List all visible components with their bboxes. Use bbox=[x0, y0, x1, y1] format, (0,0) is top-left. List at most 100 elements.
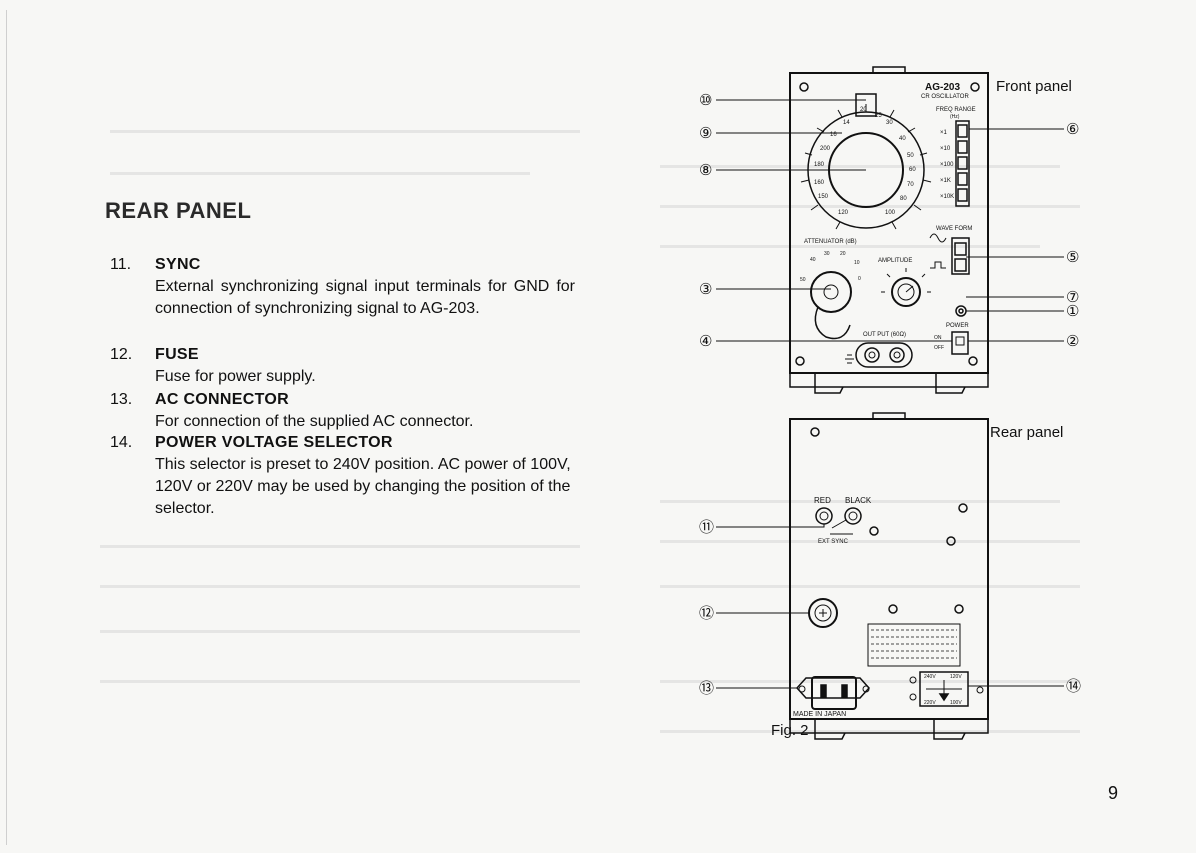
dial-number: 200 bbox=[820, 146, 831, 152]
output-label: OUT PUT (60Ω) bbox=[863, 332, 906, 338]
attenuator-knob[interactable] bbox=[810, 271, 852, 313]
attenuator-skirt bbox=[814, 306, 851, 340]
front-cabinet-bottom bbox=[789, 373, 989, 388]
callout-4: ④ bbox=[699, 333, 712, 350]
ac-connector-flange bbox=[795, 677, 871, 699]
dial-number: 160 bbox=[814, 180, 825, 186]
pilot-lamp-lens bbox=[958, 308, 964, 314]
made-in-label: MADE IN JAPAN bbox=[793, 711, 846, 718]
callout-6: ⑥ bbox=[1066, 121, 1079, 138]
range-button-x10k[interactable] bbox=[957, 188, 968, 202]
model-name: AG-203 bbox=[925, 82, 960, 93]
voltage-label-240: 240V bbox=[924, 674, 936, 680]
range-label-x10: ×10 bbox=[940, 146, 951, 152]
freq-range-label: FREQ RANGE bbox=[936, 107, 976, 113]
ac-pin-left bbox=[820, 684, 827, 698]
front-foot-left bbox=[814, 373, 844, 394]
amplitude-knob[interactable] bbox=[891, 277, 921, 307]
waveform-button-strip bbox=[951, 237, 970, 275]
attenuator-step: 20 bbox=[840, 251, 846, 257]
ext-sync-bracket bbox=[830, 519, 853, 535]
item-heading: FUSE bbox=[155, 346, 199, 363]
front-panel-label: Front panel bbox=[996, 78, 1072, 95]
item-number: 11. bbox=[110, 256, 132, 273]
sine-wave-icon bbox=[929, 233, 947, 243]
power-on-label: ON bbox=[934, 335, 942, 341]
screw-icon bbox=[888, 604, 898, 614]
figure-caption: Fig. 2 bbox=[771, 722, 809, 739]
item-description: For connection of the supplied AC connec… bbox=[155, 413, 474, 430]
square-wave-icon bbox=[930, 261, 946, 269]
dial-number: 150 bbox=[818, 194, 829, 200]
output-terminal-signal-core bbox=[893, 351, 901, 359]
screw-icon bbox=[909, 693, 917, 701]
ground-symbol-icon bbox=[845, 354, 854, 364]
model-subtitle: CR OSCILLATOR bbox=[921, 94, 969, 100]
screw-icon bbox=[958, 503, 968, 513]
screw-icon bbox=[799, 82, 809, 92]
attenuator-step: 0 bbox=[858, 276, 861, 282]
attenuator-step: 10 bbox=[854, 260, 860, 266]
callout-8: ⑧ bbox=[699, 162, 712, 179]
output-terminal-ground[interactable] bbox=[864, 347, 880, 363]
screw-icon bbox=[954, 604, 964, 614]
range-button-x100[interactable] bbox=[957, 156, 968, 170]
range-label-x10k: ×10K bbox=[940, 194, 954, 200]
screw-icon bbox=[795, 356, 805, 366]
screw-icon bbox=[970, 82, 980, 92]
amplitude-knob-center bbox=[897, 283, 915, 301]
red-terminal-label: RED bbox=[814, 496, 831, 505]
voltage-selector[interactable] bbox=[919, 671, 969, 707]
amplitude-label: AMPLITUDE bbox=[878, 258, 912, 264]
dial-number: 80 bbox=[900, 196, 907, 202]
screw-icon bbox=[946, 536, 956, 546]
selector-arrow-icon bbox=[938, 693, 950, 702]
range-label-x100: ×100 bbox=[940, 162, 954, 168]
rear-foot-right bbox=[933, 719, 966, 740]
freq-unit-label: (Hz) bbox=[950, 114, 960, 120]
ac-connector[interactable] bbox=[811, 676, 857, 710]
power-switch[interactable] bbox=[951, 331, 969, 355]
item-number: 13. bbox=[110, 391, 133, 408]
range-button-x1[interactable] bbox=[957, 124, 968, 138]
range-button-x1k[interactable] bbox=[957, 172, 968, 186]
rating-label-text-lines bbox=[871, 629, 957, 659]
page-edge bbox=[6, 10, 7, 845]
dial-number: 120 bbox=[838, 210, 849, 216]
dial-number: 25 bbox=[875, 113, 882, 119]
callout-9: ⑨ bbox=[699, 125, 712, 142]
rear-panel bbox=[789, 418, 989, 720]
item-description: This selector is preset to 240V position… bbox=[155, 456, 571, 517]
front-callout-lines bbox=[716, 99, 1064, 342]
dial-number: 20 bbox=[860, 107, 867, 113]
attenuator-step: 50 bbox=[800, 277, 806, 283]
voltage-label-220: 220V bbox=[924, 700, 936, 706]
item-description: Fuse for power supply. bbox=[155, 368, 316, 385]
front-handle bbox=[872, 66, 906, 73]
output-terminal-signal[interactable] bbox=[889, 347, 905, 363]
power-off-label: OFF bbox=[934, 345, 944, 351]
rear-foot-left bbox=[814, 719, 846, 740]
waveform-button-square[interactable] bbox=[954, 258, 967, 272]
waveform-button-sine[interactable] bbox=[954, 242, 967, 256]
fuse-cap bbox=[814, 604, 832, 622]
sync-terminal-black-core bbox=[848, 511, 858, 521]
front-panel bbox=[789, 72, 989, 374]
attenuator-label: ATTENUATOR (dB) bbox=[804, 239, 857, 245]
pilot-lamp bbox=[955, 305, 967, 317]
black-terminal-label: BLACK bbox=[845, 496, 872, 505]
attenuator-step: 30 bbox=[824, 251, 830, 257]
rating-label-plate bbox=[867, 623, 961, 667]
rear-cabinet-bottom bbox=[789, 719, 989, 734]
sync-terminal-red[interactable] bbox=[815, 507, 833, 525]
callout-13: ⑬ bbox=[699, 680, 714, 697]
dial-number: 40 bbox=[899, 136, 906, 142]
range-button-x10[interactable] bbox=[957, 140, 968, 154]
callout-5: ⑤ bbox=[1066, 249, 1079, 266]
front-foot-right bbox=[935, 373, 966, 394]
dial-pointer-window bbox=[855, 93, 877, 117]
callout-1: ① bbox=[1066, 303, 1079, 320]
sync-terminal-black[interactable] bbox=[844, 507, 862, 525]
attenuator-knob-center bbox=[823, 284, 839, 300]
